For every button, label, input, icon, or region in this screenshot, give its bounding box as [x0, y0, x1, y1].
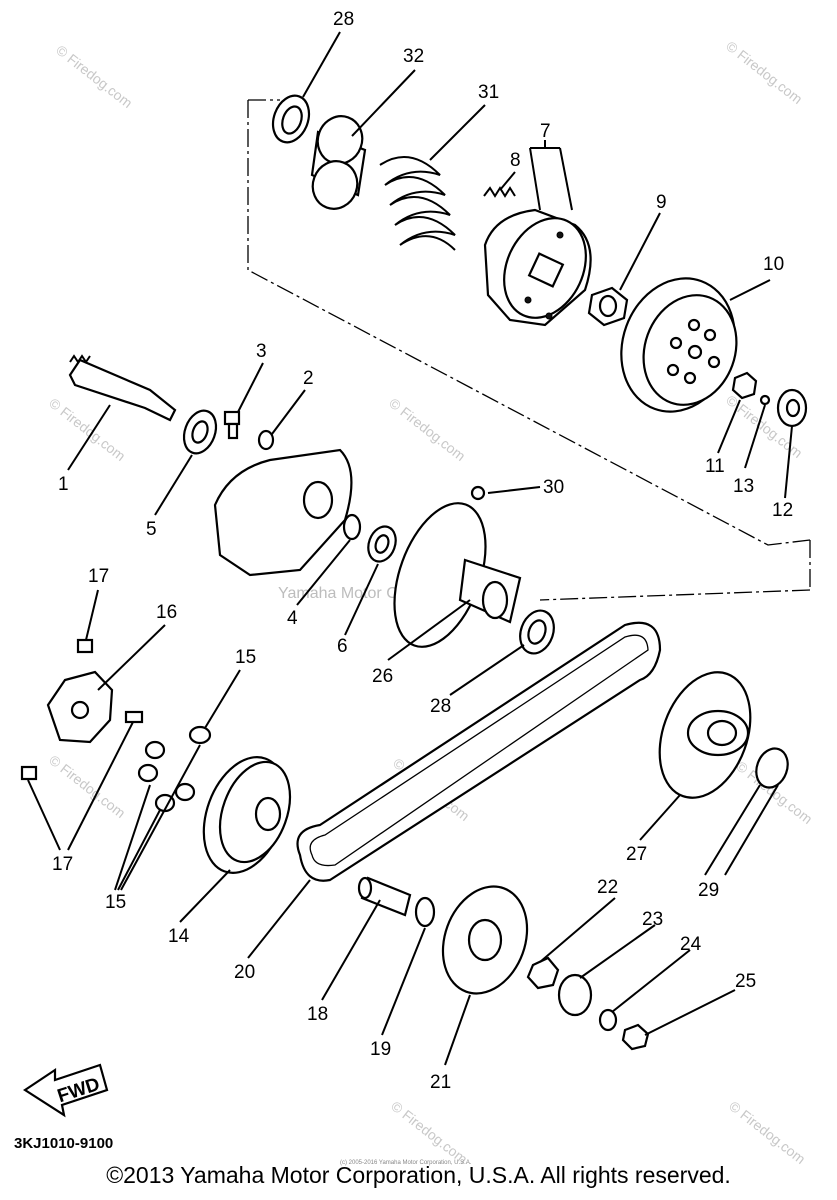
leader-lines	[27, 31, 793, 1066]
label-13: 13	[733, 476, 754, 497]
label-4: 4	[287, 608, 298, 629]
label-10: 10	[763, 254, 784, 275]
label-17: 17	[88, 566, 109, 587]
label-8: 8	[510, 150, 521, 171]
part-9-nut	[587, 286, 629, 327]
label-11: 11	[705, 456, 725, 477]
part-27-sheave	[658, 671, 752, 799]
label-17-lower: 17	[52, 854, 73, 875]
label-16: 16	[156, 602, 177, 623]
parts-22-25	[526, 956, 650, 1051]
parts-16-17	[20, 638, 144, 781]
label-20: 20	[234, 962, 255, 983]
part-21-fan	[441, 885, 529, 995]
parts-3-2	[223, 410, 275, 451]
firedog-watermark-1: © Firedog.com	[53, 42, 135, 111]
firedog-watermark-9: © Firedog.com	[388, 1098, 470, 1167]
firedog-watermark-10: © Firedog.com	[726, 1098, 808, 1167]
label-25: 25	[735, 971, 756, 992]
label-14: 14	[168, 926, 190, 947]
label-15-lower: 15	[105, 892, 126, 913]
label-26: 26	[372, 666, 393, 687]
part-10-clutch-housing	[620, 277, 738, 413]
label-28: 28	[333, 9, 354, 30]
part-labels: 28 32 31 7 8 9 10 3 2 1 5 11 13 12 30 4 …	[52, 9, 793, 1093]
label-23: 23	[642, 909, 663, 930]
label-29: 29	[698, 880, 719, 901]
part-14-sheave	[202, 756, 292, 874]
label-24: 24	[680, 934, 702, 955]
parts-15-rollers	[137, 725, 212, 813]
firedog-watermark-2: © Firedog.com	[723, 38, 805, 107]
firedog-watermark-3: © Firedog.com	[46, 395, 128, 464]
label-21: 21	[430, 1072, 451, 1093]
label-3: 3	[256, 341, 267, 362]
label-19: 19	[370, 1039, 391, 1060]
parts-18-19	[357, 876, 436, 928]
copyright-notice: ©2013 Yamaha Motor Corporation, U.S.A. A…	[106, 1162, 731, 1188]
drawing-code: 3KJ1010-9100	[14, 1135, 114, 1152]
part-28-seal-lower	[519, 609, 555, 655]
label-31: 31	[478, 82, 499, 103]
label-18: 18	[307, 1004, 328, 1025]
part-5-bearing	[182, 409, 218, 455]
part-32-collar	[310, 115, 367, 210]
part-7-clutch-carrier	[483, 208, 592, 327]
label-6: 6	[337, 636, 348, 657]
part-20-belt	[296, 621, 662, 882]
firedog-watermark-4: © Firedog.com	[386, 395, 468, 464]
parts-11-13-12	[731, 371, 808, 428]
label-15: 15	[235, 647, 256, 668]
label-28-lower: 28	[430, 696, 451, 717]
part-31-spring	[379, 156, 456, 251]
label-7: 7	[540, 121, 551, 142]
label-22: 22	[597, 877, 618, 898]
label-30: 30	[543, 477, 564, 498]
part-29-ring	[755, 747, 789, 789]
part-8-spring	[483, 186, 516, 198]
label-27: 27	[626, 844, 647, 865]
gear-case	[213, 448, 353, 577]
part-26-sheave	[393, 485, 522, 648]
label-2: 2	[303, 368, 314, 389]
part-28-seal	[271, 94, 311, 144]
parts-4-6	[342, 513, 397, 563]
label-32: 32	[403, 46, 424, 67]
small-print: (c) 2005-2016 Yamaha Motor Corporation, …	[340, 1160, 472, 1166]
part-1-shaft	[68, 354, 177, 422]
fwd-arrow-icon: FWD	[22, 1063, 109, 1118]
label-1: 1	[58, 474, 69, 495]
label-9: 9	[656, 192, 667, 213]
assembly-outline	[247, 99, 811, 601]
label-5: 5	[146, 519, 157, 540]
label-12: 12	[772, 500, 793, 521]
